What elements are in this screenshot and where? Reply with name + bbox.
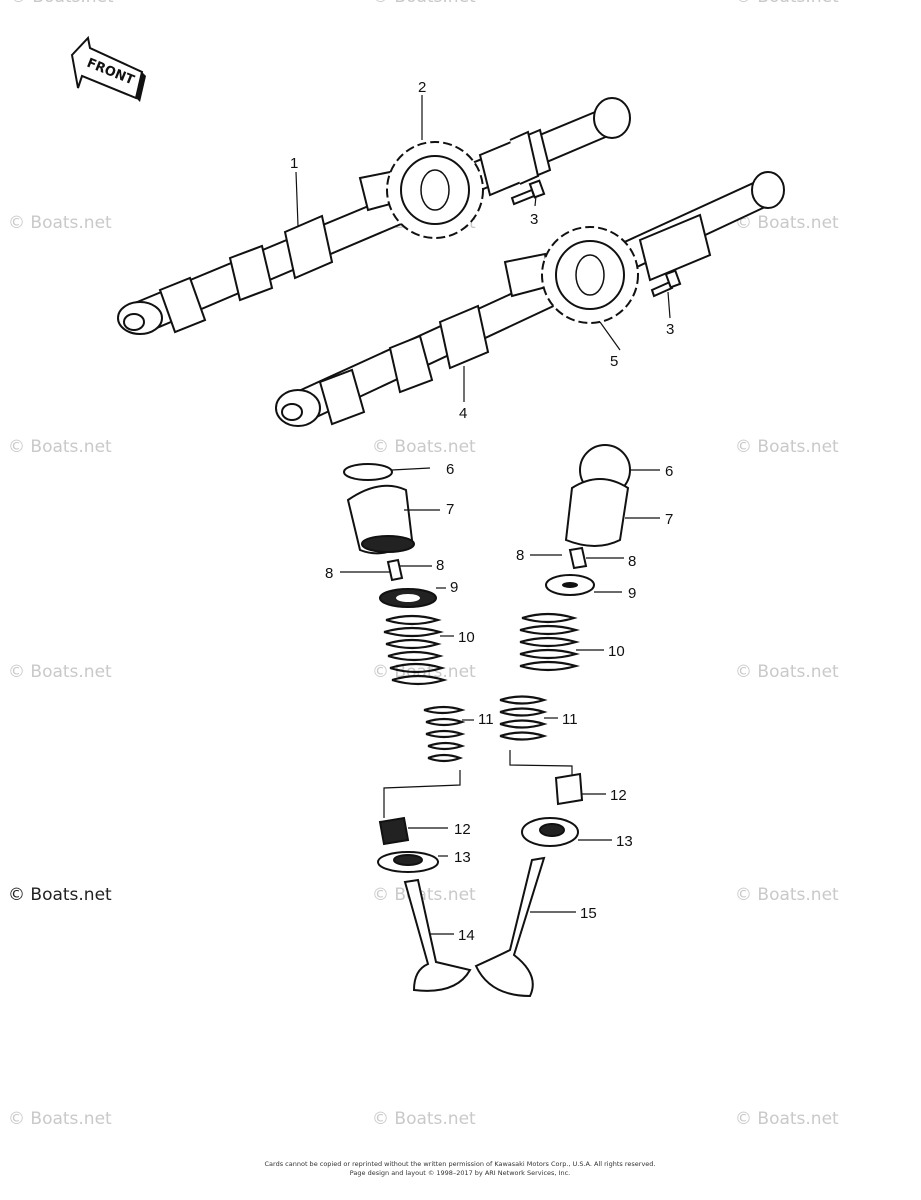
callout-9-right: 9 <box>628 585 636 602</box>
callout-numbers: 1 2 3 3 4 5 6 6 7 7 8 8 8 8 9 9 10 10 11… <box>290 79 674 944</box>
watermark: © Boats.net <box>8 662 112 682</box>
watermarks: © Boats.net © Boats.net © Boats.net © Bo… <box>8 0 839 1129</box>
sprocket-upper <box>386 141 484 239</box>
sprocket-lower <box>541 226 639 324</box>
footer-notice: Cards cannot be copied or reprinted with… <box>265 1160 656 1177</box>
callout-10-right: 10 <box>608 643 625 660</box>
callout-9-left: 9 <box>450 579 458 596</box>
callout-8-right-left: 8 <box>516 547 524 564</box>
callout-13-right: 13 <box>616 833 633 850</box>
callout-2: 2 <box>418 79 426 96</box>
footer-line-2: Page design and layout © 1998–2017 by AR… <box>350 1169 570 1177</box>
bolt-lower <box>650 269 682 298</box>
watermark: © Boats.net <box>8 437 112 457</box>
callout-14: 14 <box>458 927 475 944</box>
watermark-dark: © Boats.net <box>8 885 112 905</box>
callout-8-right-right: 8 <box>628 553 636 570</box>
callout-8-left-lower: 8 <box>325 565 333 582</box>
watermark: © Boats.net <box>735 213 839 233</box>
callout-6-left: 6 <box>446 461 454 478</box>
callout-7-right: 7 <box>665 511 673 528</box>
callout-15: 15 <box>580 905 597 922</box>
callout-10-left: 10 <box>458 629 475 646</box>
watermark: © Boats.net <box>372 0 476 7</box>
callout-1: 1 <box>290 155 298 172</box>
callout-8-left-upper: 8 <box>436 557 444 574</box>
callout-5: 5 <box>610 353 618 370</box>
watermark: © Boats.net <box>372 437 476 457</box>
camshaft-upper <box>117 97 631 335</box>
right-valve-assembly <box>474 444 631 998</box>
callout-11-left: 11 <box>478 711 494 728</box>
callout-11-right: 11 <box>562 711 578 728</box>
watermark: © Boats.net <box>735 1109 839 1129</box>
callout-7-left: 7 <box>446 501 454 518</box>
footer-line-1: Cards cannot be copied or reprinted with… <box>265 1160 656 1168</box>
callout-6-right: 6 <box>665 463 673 480</box>
camshaft-lower <box>275 171 785 427</box>
watermark: © Boats.net <box>8 213 112 233</box>
callout-12-left: 12 <box>454 821 471 838</box>
watermark: © Boats.net <box>10 0 114 7</box>
watermark: © Boats.net <box>8 1109 112 1129</box>
callout-13-left: 13 <box>454 849 471 866</box>
watermark: © Boats.net <box>372 1109 476 1129</box>
left-valve-assembly <box>343 463 472 992</box>
callout-4: 4 <box>459 405 467 422</box>
leader-lines <box>295 95 671 935</box>
bolt-upper <box>510 179 546 206</box>
watermark: © Boats.net <box>735 437 839 457</box>
watermark: © Boats.net <box>735 0 839 7</box>
watermark: © Boats.net <box>735 885 839 905</box>
front-arrow-icon: FRONT <box>70 35 146 102</box>
watermark: © Boats.net <box>372 885 476 905</box>
watermark: © Boats.net <box>735 662 839 682</box>
callout-12-right: 12 <box>610 787 627 804</box>
callout-3-upper: 3 <box>530 211 538 228</box>
callout-3-lower: 3 <box>666 321 674 338</box>
